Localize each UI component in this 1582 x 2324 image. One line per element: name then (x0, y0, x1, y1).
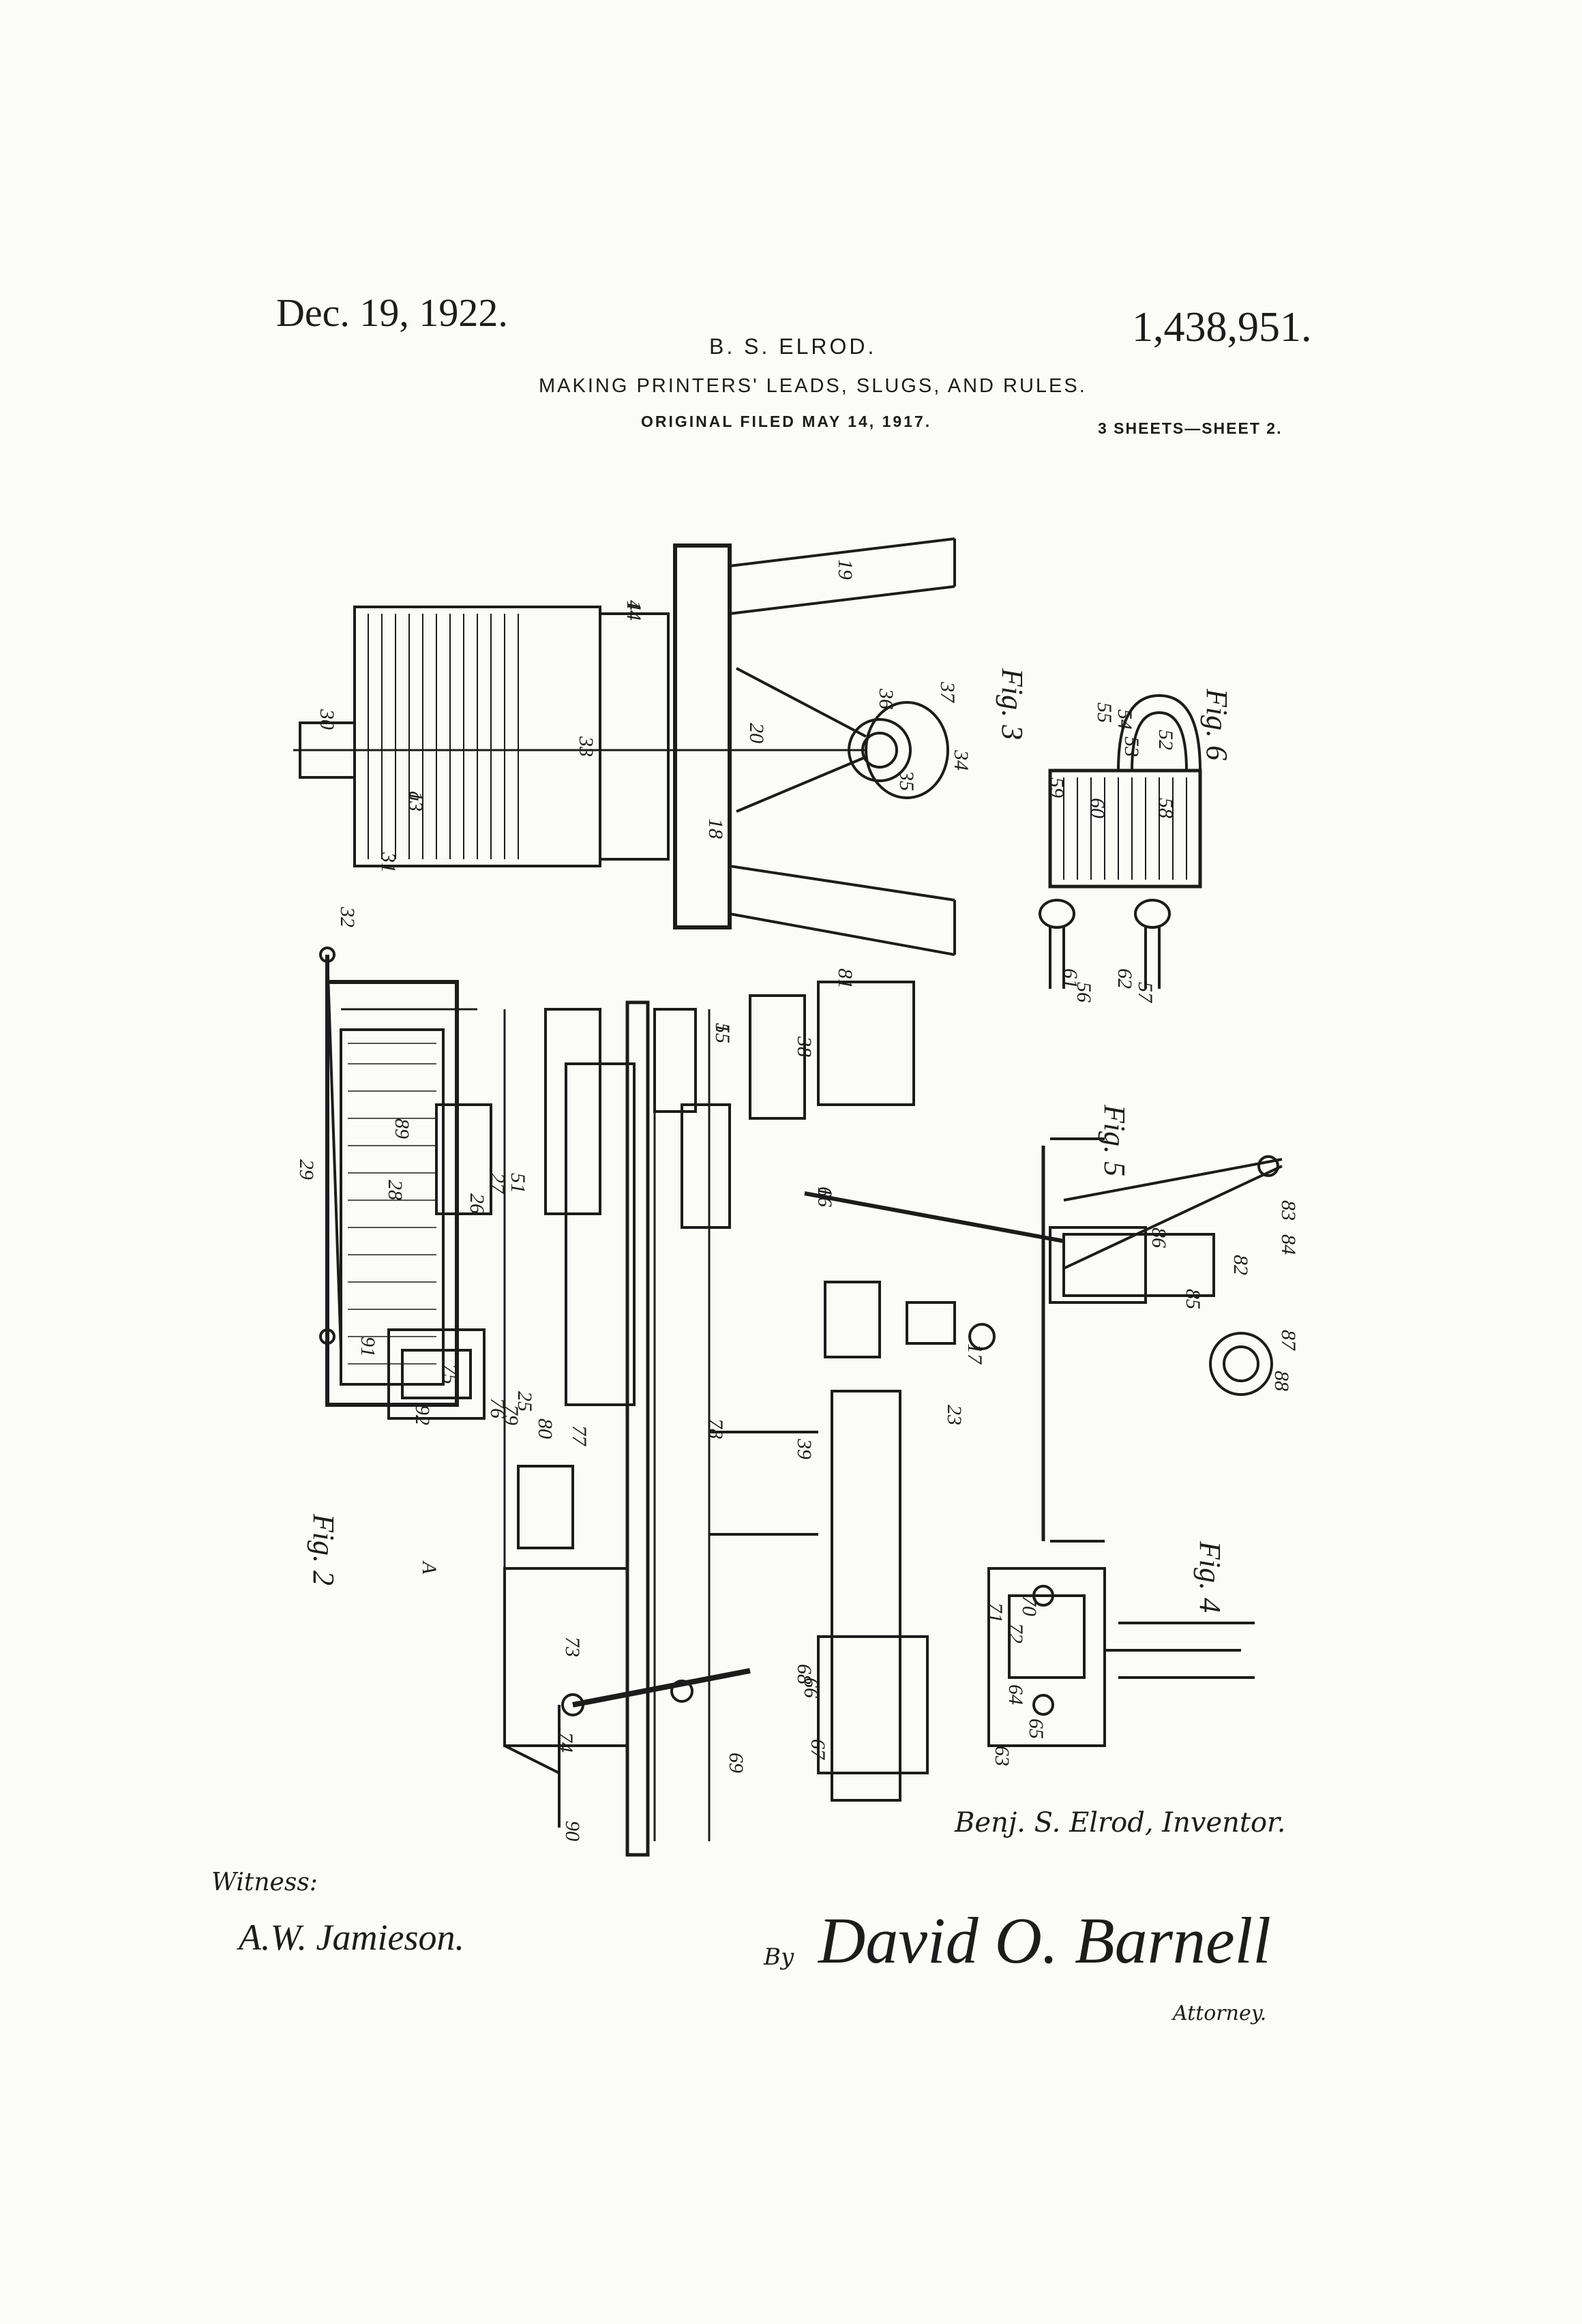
fig-5-drawing (805, 1139, 1282, 1541)
reference-numeral: 5 (711, 1023, 734, 1033)
reference-numeral: a (404, 791, 427, 801)
reference-numeral: 55 (1093, 702, 1116, 723)
reference-numeral: 26 (466, 1193, 488, 1214)
reference-numeral: 88 (1270, 1371, 1293, 1391)
reference-numeral: 61 (1059, 968, 1081, 989)
reference-numeral: 67 (807, 1739, 829, 1761)
reference-numeral: A (418, 1560, 441, 1575)
reference-numeral: 69 (725, 1753, 747, 1773)
reference-numeral: 85 (1182, 1289, 1204, 1309)
reference-numeral: 68 (793, 1664, 816, 1684)
reference-numeral: 86 (1148, 1227, 1170, 1248)
reference-numeral: 60 (1086, 798, 1109, 818)
reference-numeral: 78 (704, 1418, 727, 1439)
reference-numeral: 83 (1277, 1200, 1300, 1221)
reference-numeral: 32 (336, 906, 359, 927)
reference-numeral: 84 (1277, 1234, 1300, 1255)
witness-label: Witness: (211, 1868, 318, 1896)
reference-numeral: 64 (1004, 1684, 1027, 1705)
reference-numeral: 65 (1025, 1718, 1047, 1739)
reference-numeral: 82 (1229, 1255, 1252, 1275)
reference-numeral: 6 (814, 1187, 836, 1197)
reference-numeral: 28 (384, 1180, 406, 1200)
reference-numeral: 74 (554, 1732, 577, 1753)
reference-numeral: 63 (991, 1746, 1013, 1766)
reference-numeral: 27 (486, 1173, 509, 1195)
reference-numeral: 59 (1045, 777, 1068, 798)
reference-numeral: 38 (793, 1036, 816, 1057)
reference-numeral: 71 (984, 1603, 1006, 1623)
reference-numeral: 18 (704, 818, 727, 839)
reference-numeral: 23 (943, 1405, 966, 1425)
inventor-signature: Benj. S. Elrod, Inventor. (955, 1807, 1286, 1838)
reference-numeral: 53 (1120, 736, 1143, 757)
reference-numeral: 58 (1154, 798, 1177, 818)
reference-numeral: 79 (500, 1405, 522, 1425)
reference-numeral: 52 (1154, 730, 1177, 750)
reference-numeral: 80 (534, 1418, 556, 1439)
reference-numeral: 57 (1134, 982, 1156, 1004)
reference-numeral: 73 (561, 1637, 584, 1657)
figure-label: Fig. 2 (307, 1513, 340, 1585)
reference-numeral: 87 (1277, 1330, 1300, 1352)
reference-numeral: 89 (391, 1118, 413, 1139)
reference-numeral: 54 (1114, 709, 1136, 730)
reference-numeral: 92 (411, 1405, 434, 1425)
by-label: By (764, 1943, 794, 1971)
reference-numeral: 34 (950, 749, 972, 771)
reference-numeral: 77 (568, 1425, 591, 1447)
reference-numeral: 30 (316, 709, 338, 730)
reference-numeral: 90 (561, 1821, 584, 1841)
reference-numeral: 62 (1114, 968, 1136, 989)
reference-numeral: 91 (357, 1337, 379, 1357)
reference-numeral: 36 (875, 688, 897, 709)
figure-label: Fig. 3 (996, 668, 1029, 740)
reference-numeral: 4 (623, 600, 645, 610)
figure-label: Fig. 6 (1200, 688, 1234, 760)
reference-numeral: 17 (964, 1343, 986, 1365)
reference-numeral: 29 (295, 1159, 318, 1180)
fig-2-drawing (320, 948, 927, 1855)
reference-numeral: 35 (895, 770, 918, 791)
reference-numeral: 31 (377, 852, 400, 873)
reference-numeral: 72 (1004, 1623, 1027, 1643)
reference-numeral: 33 (575, 736, 597, 757)
reference-numeral: 75 (438, 1364, 461, 1384)
reference-numeral: 70 (1018, 1596, 1041, 1616)
reference-numeral: 51 (507, 1173, 529, 1193)
reference-numeral: 39 (793, 1438, 816, 1459)
attorney-label: Attorney. (1173, 2001, 1266, 2025)
witness-signature: A.W. Jamieson. (239, 1916, 464, 1958)
reference-numeral: 37 (936, 681, 959, 704)
reference-numeral: 81 (834, 968, 856, 989)
attorney-signature: David O. Barnell (818, 1903, 1271, 1978)
figure-label: Fig. 5 (1098, 1104, 1131, 1176)
reference-numeral: 19 (834, 559, 856, 580)
reference-numeral: 20 (745, 723, 768, 743)
figure-label: Fig. 4 (1193, 1540, 1227, 1613)
